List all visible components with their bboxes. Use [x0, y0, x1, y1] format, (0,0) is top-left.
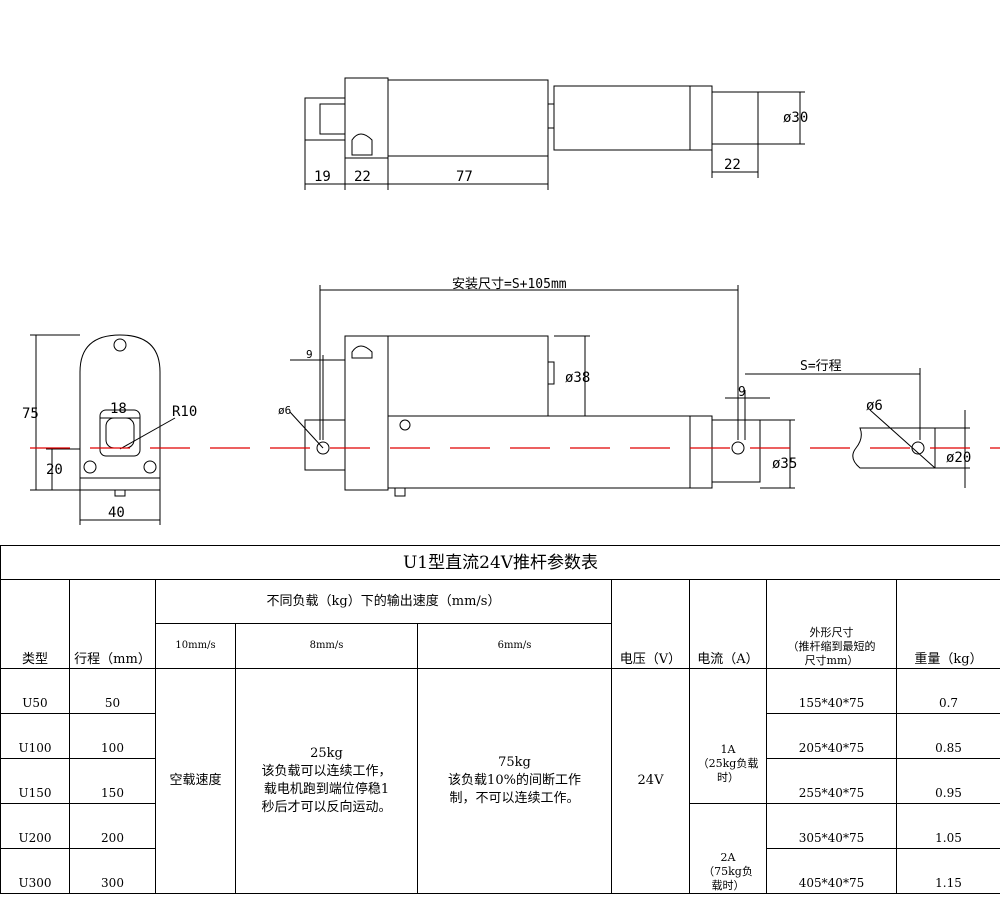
- header-speed-6: 6mm/s: [417, 623, 612, 669]
- header-stroke: 行程（mm）: [69, 579, 156, 669]
- row-weight-u50: 0.7: [895, 668, 1000, 714]
- load25-line1: 该负载可以连续工作，: [261, 764, 392, 779]
- load75-line2: 制，不可以连续工作。: [449, 791, 580, 806]
- row-weight-u150: 0.95: [895, 758, 1000, 804]
- header-size: 外形尺寸 （推杆缩到最短的 尺寸mm）: [766, 579, 897, 669]
- load25-kg: 25kg: [310, 746, 343, 761]
- rod-end-view: [852, 409, 970, 488]
- dim-22: 22: [354, 169, 371, 185]
- row-size-u150: 255*40*75: [766, 758, 897, 804]
- dim-rod-pin-6: ø6: [866, 398, 883, 414]
- dim-dia30: ø30: [783, 110, 808, 126]
- current-b-line1: （75kg负: [703, 865, 753, 878]
- dim-pin-6: ø6: [278, 404, 291, 417]
- header-current: 电流（A）: [689, 579, 767, 669]
- dim-40: 40: [108, 505, 125, 521]
- header-speed-8: 8mm/s: [235, 623, 418, 669]
- header-size-line3: 尺寸mm）: [804, 654, 859, 667]
- dim-dia20: ø20: [946, 450, 971, 466]
- current-b-line2: 载时）: [711, 879, 745, 892]
- install-size-label: 安装尺寸=S+105mm: [452, 277, 567, 292]
- header-size-line2: （推杆缩到最短的: [787, 640, 876, 653]
- noload-cell: 空载速度: [155, 668, 236, 894]
- voltage-cell: 24V: [611, 668, 690, 894]
- current-b-cell: 2A （75kg负 载时）: [689, 803, 767, 894]
- current-a-line1: （25kg负载: [697, 757, 759, 770]
- current-b-value: 2A: [720, 851, 736, 864]
- row-type-u200: U200: [0, 803, 70, 849]
- header-type: 类型: [0, 579, 70, 669]
- row-stroke-u50: 50: [69, 668, 156, 714]
- header-size-line1: 外形尺寸: [809, 626, 854, 639]
- row-size-u100: 205*40*75: [766, 713, 897, 759]
- dim-77: 77: [456, 169, 473, 185]
- parameter-table: U1型直流24V推杆参数表 类型 行程（mm） 不同负载（kg）下的输出速度（m…: [0, 545, 1000, 923]
- row-stroke-u150: 150: [69, 758, 156, 804]
- row-weight-u100: 0.85: [895, 713, 1000, 759]
- row-size-u300: 405*40*75: [766, 848, 897, 894]
- row-size-u200: 305*40*75: [766, 803, 897, 849]
- dim-18: 18: [110, 401, 127, 417]
- row-type-u150: U150: [0, 758, 70, 804]
- row-size-u50: 155*40*75: [766, 668, 897, 714]
- actuator-technical-drawing: 19 22 77 22 ø30 75 40 20 18 R10 安装尺寸=S+1…: [22, 77, 1000, 525]
- row-type-u300: U300: [0, 848, 70, 894]
- header-voltage: 电压（V）: [611, 579, 690, 669]
- row-type-u50: U50: [0, 668, 70, 714]
- dim-9-right: 9: [738, 385, 746, 400]
- load25-line3: 秒后才可以反向运动。: [261, 800, 392, 815]
- header-speed-10: 10mm/s: [155, 623, 236, 669]
- stroke-label: S=行程: [800, 359, 842, 374]
- load75-line1: 该负载10%的间断工作: [448, 773, 581, 788]
- row-stroke-u100: 100: [69, 713, 156, 759]
- dim-9-left: 9: [306, 348, 313, 361]
- dim-r10: R10: [172, 404, 197, 420]
- current-a-line2: 时）: [717, 771, 739, 784]
- top-view: [304, 77, 805, 190]
- front-view: [289, 285, 921, 497]
- load25-line2: 载电机跑到端位停稳1: [263, 782, 390, 797]
- load25-cell: 25kg 该负载可以连续工作， 载电机跑到端位停稳1 秒后才可以反向运动。: [235, 668, 418, 894]
- header-speed-group: 不同负载（kg）下的输出速度（mm/s）: [155, 579, 612, 624]
- dim-19: 19: [314, 169, 331, 185]
- dim-75: 75: [22, 406, 39, 422]
- dim-dia38: ø38: [565, 370, 590, 386]
- row-weight-u200: 1.05: [895, 803, 1000, 849]
- row-stroke-u300: 300: [69, 848, 156, 894]
- current-a-value: 1A: [720, 743, 736, 756]
- row-weight-u300: 1.15: [895, 848, 1000, 894]
- load75-cell: 75kg 该负载10%的间断工作 制，不可以连续工作。: [417, 668, 612, 894]
- header-weight: 重量（kg）: [895, 579, 1000, 669]
- dim-22-rod: 22: [724, 157, 741, 173]
- side-view: [30, 334, 176, 525]
- current-a-cell: 1A （25kg负载 时）: [689, 668, 767, 804]
- load75-kg: 75kg: [498, 755, 531, 770]
- dim-20: 20: [46, 462, 63, 478]
- dim-dia35: ø35: [772, 456, 797, 472]
- row-type-u100: U100: [0, 713, 70, 759]
- row-stroke-u200: 200: [69, 803, 156, 849]
- table-title: U1型直流24V推杆参数表: [0, 545, 1000, 580]
